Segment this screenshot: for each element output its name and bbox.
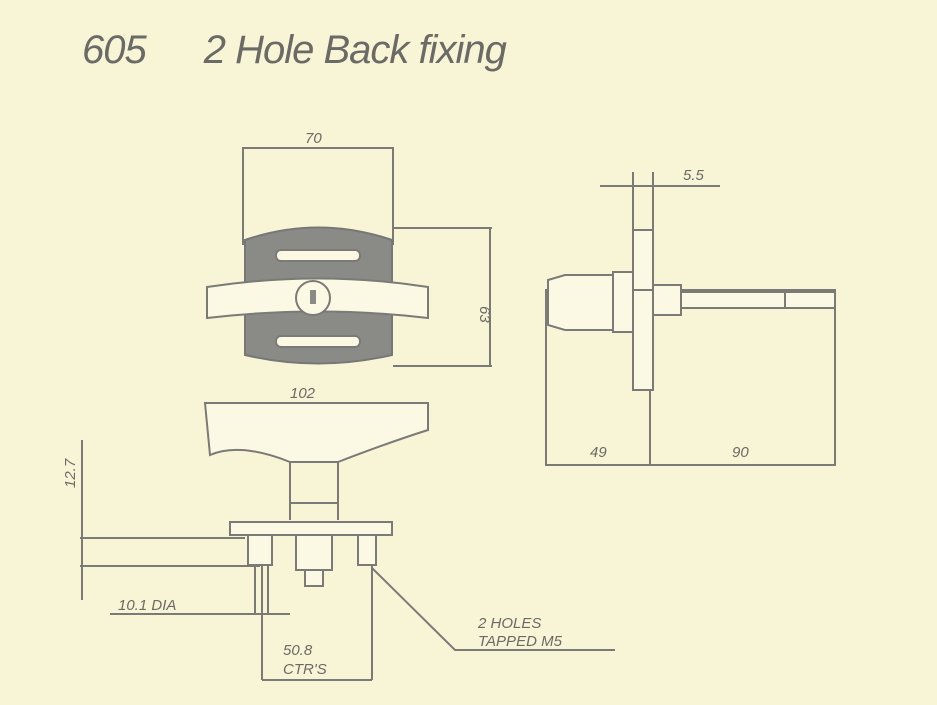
dim-50-8: 50.8 — [283, 642, 313, 659]
product-name: 2 Hole Back fixing — [203, 28, 507, 72]
dim-12-7: 12.7 — [62, 458, 79, 488]
label-tapped-m5: TAPPED M5 — [478, 633, 563, 650]
dim-90: 90 — [732, 444, 749, 461]
label-ctrs: CTR'S — [283, 661, 327, 678]
right-view: 5.5 49 90 — [545, 167, 836, 466]
label-2-holes: 2 HOLES — [477, 615, 541, 632]
side-view: 102 12.7 10.1 DIA 50.8 CTR'S 2 HOLES TAP… — [62, 385, 615, 681]
product-number: 605 — [82, 28, 147, 72]
dim-63: 63 — [476, 306, 493, 323]
front-view: 70 63 — [206, 130, 493, 367]
dim-49: 49 — [590, 444, 607, 461]
dim-70: 70 — [305, 130, 322, 147]
drawing-title: 605 2 Hole Back fixing — [82, 28, 507, 73]
dim-5-5: 5.5 — [683, 167, 705, 184]
dim-10-1-dia: 10.1 DIA — [118, 597, 176, 614]
dim-102: 102 — [290, 385, 316, 402]
